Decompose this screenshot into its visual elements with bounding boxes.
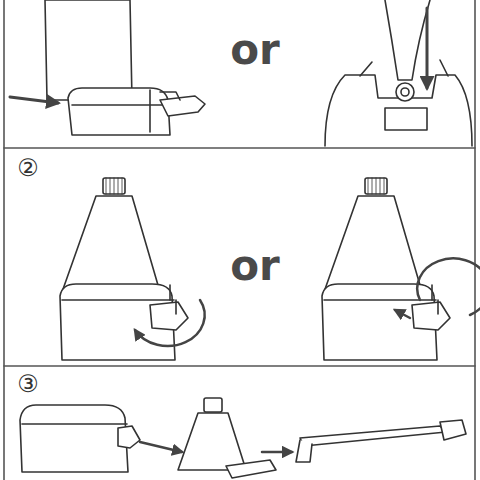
- or-word: or: [230, 245, 280, 287]
- callout-number: ③: [17, 372, 39, 396]
- callout-number: ②: [17, 156, 39, 180]
- or-word: or: [230, 29, 280, 71]
